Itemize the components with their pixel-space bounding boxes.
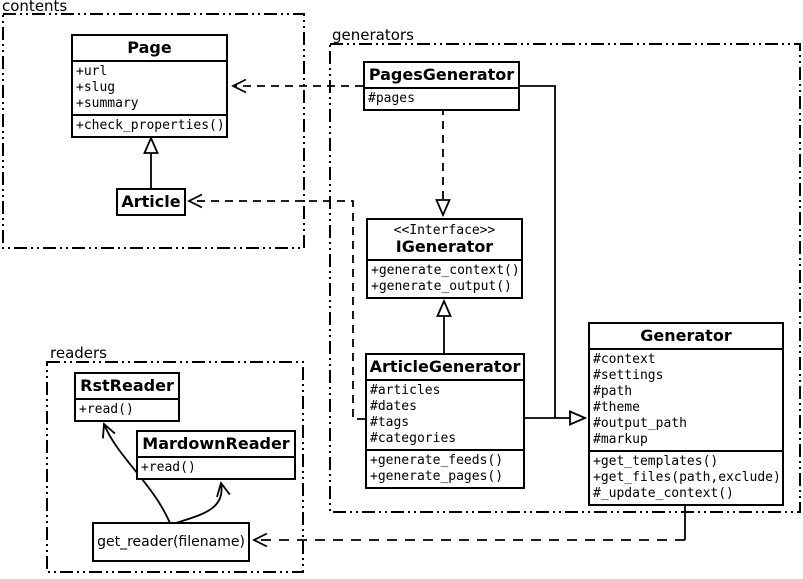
method-row: #_update_context()	[593, 486, 734, 501]
attribute-row: #output_path	[593, 416, 687, 431]
attributes-section: #articles #dates #tags #categories	[367, 379, 523, 449]
attribute-row: #settings	[593, 368, 664, 383]
arrow-getreader-to-mardownreader	[175, 483, 222, 524]
class-pagesgenerator: PagesGenerator #pages	[363, 61, 520, 111]
attributes-section: #context #settings #path #theme #output_…	[590, 348, 782, 450]
class-rstreader: RstReader +read()	[74, 372, 180, 422]
attribute-row: #path	[593, 384, 633, 399]
method-row: +read()	[141, 460, 196, 475]
attribute-row: +summary	[76, 96, 139, 111]
class-igenerator: <<Interface>> IGenerator +generate_conte…	[366, 218, 523, 299]
class-title: Generator	[640, 326, 732, 345]
function-label: get_reader(filename)	[97, 534, 245, 550]
attributes-section: +url +slug +summary	[73, 60, 226, 114]
method-row: +check_properties()	[76, 118, 225, 133]
class-page: Page +url +slug +summary +check_properti…	[71, 34, 228, 138]
attribute-row: +url	[76, 64, 108, 79]
function-box-get-reader: get_reader(filename)	[92, 522, 250, 562]
methods-section: +check_properties()	[73, 114, 226, 136]
methods-section: +generate_context() +generate_output()	[368, 259, 521, 297]
package-label-readers: readers	[50, 344, 107, 362]
class-title: MardownReader	[142, 434, 290, 453]
attribute-row: #markup	[593, 432, 648, 447]
attribute-row: #articles	[370, 383, 441, 398]
attribute-row: #tags	[370, 415, 410, 430]
class-article: Article	[116, 188, 186, 216]
package-label-generators: generators	[332, 26, 414, 44]
class-title: PagesGenerator	[368, 65, 515, 84]
class-stereotype: <<Interface>>	[393, 223, 496, 238]
attribute-row: #categories	[370, 431, 457, 446]
arrow-getreader-to-rstreader	[104, 424, 171, 524]
method-row: +get_files(path,exclude)	[593, 470, 781, 485]
methods-section: +read()	[138, 456, 294, 478]
method-row: +generate_context()	[371, 263, 520, 278]
package-label-contents: contents	[2, 0, 68, 15]
method-row: +generate_feeds()	[370, 453, 504, 468]
attributes-section: #pages	[365, 87, 518, 109]
methods-section: +get_templates() +get_files(path,exclude…	[590, 450, 782, 504]
class-generator: Generator #context #settings #path #them…	[588, 322, 784, 506]
class-articlegenerator: ArticleGenerator #articles #dates #tags …	[365, 353, 525, 489]
attribute-row: #dates	[370, 399, 417, 414]
class-title: Page	[127, 38, 172, 57]
class-mardownreader: MardownReader +read()	[136, 430, 296, 480]
attribute-row: #pages	[368, 91, 415, 106]
package-border-generators	[329, 43, 801, 513]
package-border-contents	[2, 13, 305, 249]
attribute-row: #context	[593, 352, 656, 367]
attribute-row: #theme	[593, 400, 640, 415]
inheritance-arrow-pagesgenerator-to-generator	[520, 85, 556, 418]
method-row: +read()	[79, 402, 134, 417]
package-border-readers	[46, 361, 304, 573]
class-title: IGenerator	[395, 237, 494, 256]
method-row: +generate_output()	[371, 279, 512, 294]
attribute-row: +slug	[76, 80, 116, 95]
dependency-arrow-articlegenerator-to-article	[189, 201, 365, 420]
class-title: RstReader	[80, 376, 174, 395]
methods-section: +generate_feeds() +generate_pages()	[367, 449, 523, 487]
method-row: +get_templates()	[593, 454, 719, 469]
class-title: Article	[121, 192, 181, 211]
method-row: +generate_pages()	[370, 469, 504, 484]
class-title: ArticleGenerator	[369, 357, 521, 376]
methods-section: +read()	[76, 398, 178, 420]
